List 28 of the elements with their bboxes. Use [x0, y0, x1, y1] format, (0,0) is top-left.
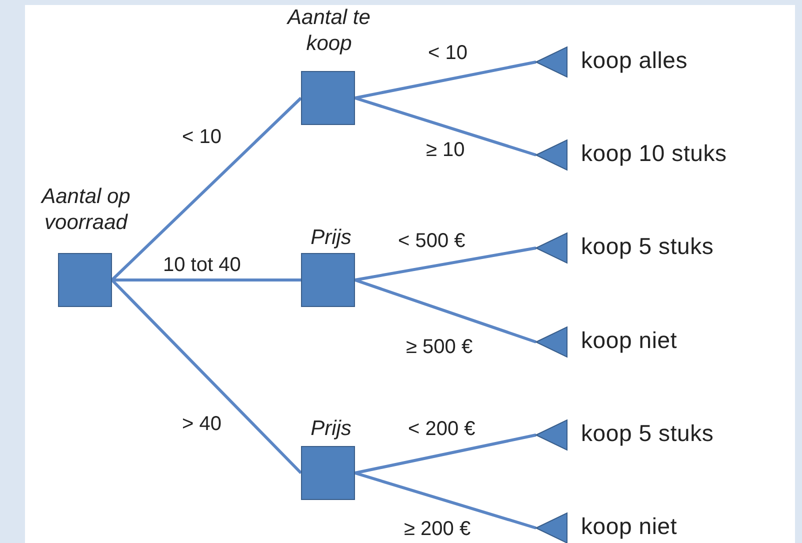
- branch-line: [354, 96, 536, 156]
- edge-label: ≥ 500 €: [406, 336, 473, 359]
- edge-label: < 200 €: [408, 418, 476, 441]
- edge-label: < 500 €: [398, 230, 466, 253]
- branch-line: [354, 246, 536, 282]
- edge-label: 10 tot 40: [163, 254, 241, 277]
- branch-line: [354, 434, 536, 474]
- edge-label: ≥ 10: [426, 139, 465, 162]
- branch-line: [354, 60, 536, 100]
- outcome-label: koop niet: [581, 327, 678, 354]
- branch-line: [110, 96, 302, 282]
- branch-line: [110, 278, 302, 474]
- outcome-label: koop 5 stuks: [581, 233, 714, 260]
- branch-line: [354, 472, 536, 530]
- edge-label: < 10: [182, 126, 222, 149]
- node-label: Prijs: [310, 225, 352, 251]
- branch-line: [112, 278, 301, 282]
- edge-label: < 10: [428, 42, 468, 65]
- node-label: Aantal op voorraad: [40, 184, 132, 236]
- outcome-label: koop 10 stuks: [581, 140, 727, 167]
- edge-label: > 40: [182, 413, 222, 436]
- outcome-label: koop alles: [581, 47, 688, 74]
- outcome-label: koop 5 stuks: [581, 420, 714, 447]
- branch-line: [354, 278, 536, 344]
- outcome-label: koop niet: [581, 513, 678, 540]
- node-label: Prijs: [310, 416, 352, 442]
- edge-label: ≥ 200 €: [404, 518, 471, 541]
- node-label: Aantal te koop: [286, 5, 372, 57]
